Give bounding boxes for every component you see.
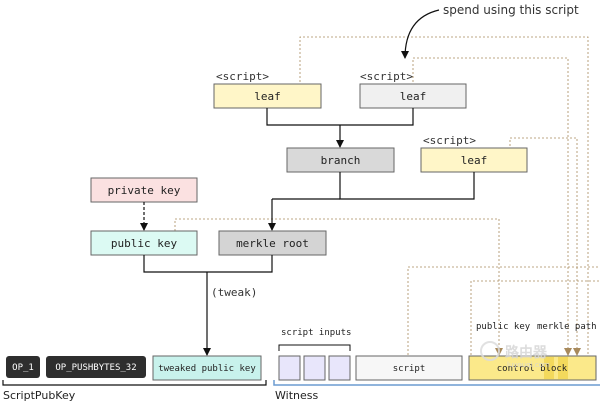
public-key-small-label: public key (476, 322, 531, 332)
leaf-label: leaf (254, 90, 281, 103)
op-pushbytes-block[interactable]: OP_PUSHBYTES_32 (46, 356, 146, 378)
script-inputs-group[interactable] (278, 355, 351, 381)
leaf-node-1[interactable]: leaf (213, 83, 322, 109)
op1-label: OP_1 (12, 363, 34, 373)
watermark-logo: 路由器 luyouqi.com (480, 341, 550, 369)
script-inputs-bracket (278, 344, 351, 351)
witness-script-block[interactable]: script (355, 355, 463, 381)
spend-arrow (401, 9, 440, 59)
leaf-label: leaf (461, 154, 488, 167)
merkle-root-node[interactable]: merkle root (218, 230, 327, 256)
spend-annotation: spend using this script (443, 3, 579, 17)
public-key-node[interactable]: public key (90, 230, 198, 256)
tweak-connector (143, 255, 273, 273)
pubkey-dash-link (174, 218, 503, 356)
dashed-connectors (174, 36, 600, 356)
tweaked-public-key-label: tweaked public key (158, 364, 256, 374)
leaf1-dash-link (299, 36, 589, 355)
witness-label: Witness (275, 389, 318, 402)
branch-leaf-connector (339, 172, 475, 200)
script-tag-2: <script> (360, 70, 413, 83)
op-pushbytes-label: OP_PUSHBYTES_32 (55, 363, 136, 373)
script-tag-3: <script> (423, 134, 476, 147)
merkle-path-label: merkle path (537, 322, 597, 332)
tweaked-public-key-block[interactable]: tweaked public key (152, 355, 262, 381)
tweak-label: (tweak) (211, 286, 257, 299)
watermark-text: 路由器 (505, 344, 548, 361)
private-key-label: private key (108, 184, 181, 197)
public-key-label: public key (111, 237, 178, 250)
script-inputs-label: script inputs (281, 328, 351, 338)
leaf-node-3[interactable]: leaf (420, 147, 528, 173)
witness-bracket (273, 380, 600, 386)
leaf2-dash-link (412, 57, 572, 356)
script-tag-1: <script> (216, 70, 269, 83)
branch-node[interactable]: branch (286, 147, 395, 173)
branch-label: branch (321, 154, 361, 167)
scriptpubkey-bracket (2, 380, 267, 386)
leaf3-dash-link (509, 137, 581, 356)
op1-block[interactable]: OP_1 (6, 356, 40, 378)
leaf-label: leaf (400, 90, 427, 103)
witness-script-label: script (393, 364, 426, 374)
control-block-label: control block (497, 364, 568, 374)
merkle-root-label: merkle root (236, 237, 309, 250)
watermark-subtext: luyouqi.com (507, 361, 550, 369)
control-dash-link (470, 280, 600, 355)
leaf-pair-connector (266, 108, 414, 126)
scriptpubkey-label: ScriptPubKey (3, 389, 76, 402)
leaf-node-2[interactable]: leaf (359, 83, 467, 109)
script-dash-link (407, 266, 600, 355)
private-key-node[interactable]: private key (90, 177, 198, 203)
